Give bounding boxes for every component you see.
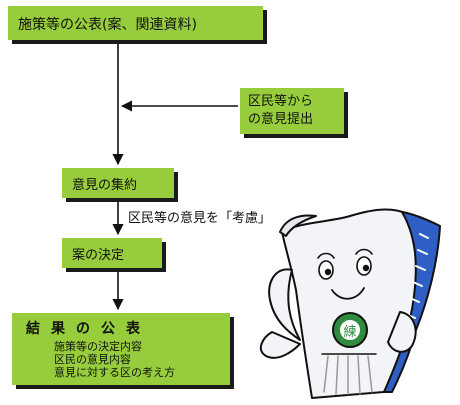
step-opinions-line2: の意見提出	[248, 112, 314, 127]
step-opinions-box: 区民等から の意見提出	[240, 88, 344, 134]
step-decide-label: 案の決定	[72, 248, 125, 263]
step-publish-label: 施策等の公表(案、関連資料)	[18, 17, 197, 33]
step-collect-label: 意見の集約	[72, 178, 138, 193]
step-publish-box: 施策等の公表(案、関連資料)	[8, 6, 263, 40]
mascot-emblem-glyph: 練	[343, 325, 356, 340]
result-item: 施策等の決定内容	[54, 340, 142, 353]
result-item: 意見に対する区の考え方	[54, 366, 175, 379]
step-decide-box: 案の決定	[62, 238, 162, 268]
result-item-list: 施策等の決定内容 区民の意見内容 意見に対する区の考え方	[54, 340, 230, 379]
consider-label: 区民等の意見を「考慮」	[128, 211, 272, 226]
step-result-title: 結果の公表	[26, 321, 151, 337]
mascot-left-arm	[268, 268, 301, 341]
mascot-smile	[331, 287, 365, 300]
step-collect-box: 意見の集約	[62, 168, 174, 198]
step-result-box: 結果の公表 施策等の決定内容 区民の意見内容 意見に対する区の考え方	[12, 313, 230, 385]
result-item: 区民の意見内容	[54, 353, 131, 366]
mascot-stripe	[383, 211, 441, 393]
step-opinions-line1: 区民等から	[248, 94, 314, 109]
